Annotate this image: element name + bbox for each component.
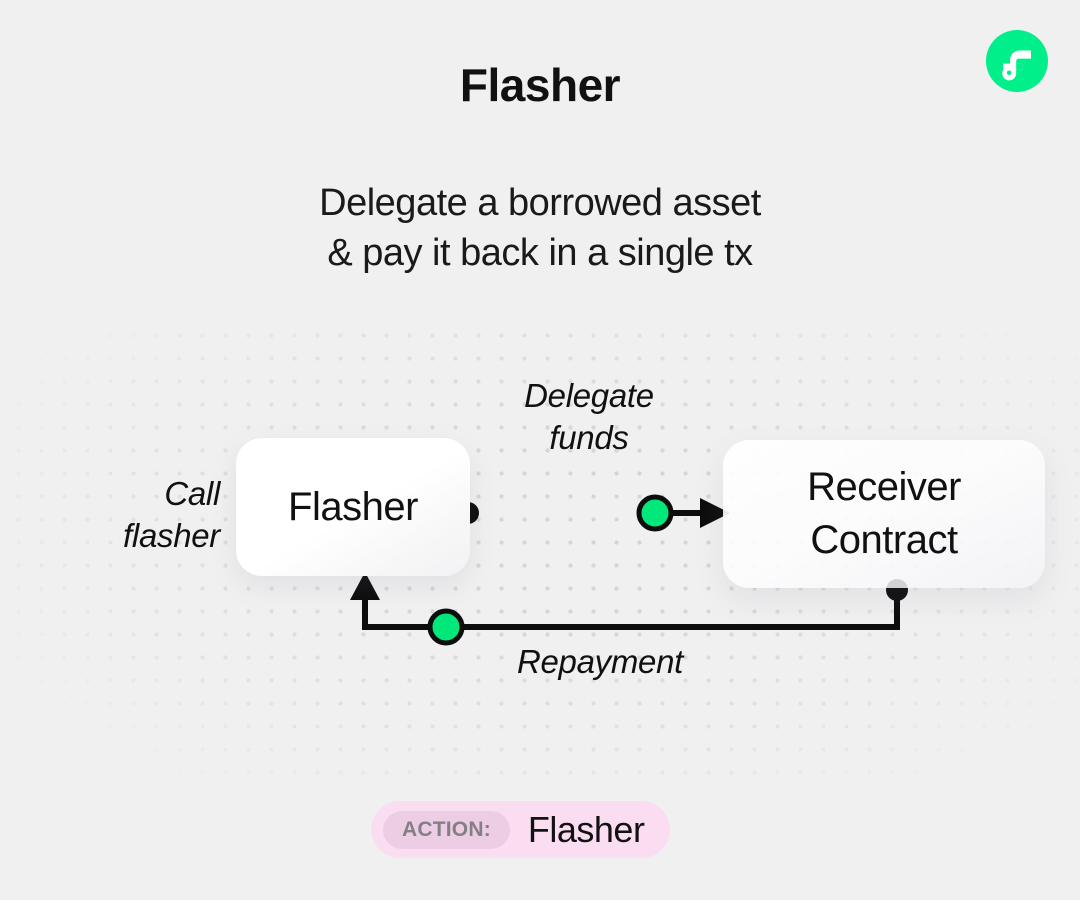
page-subtitle: Delegate a borrowed asset & pay it back … xyxy=(0,178,1080,278)
action-badge-tag: ACTION: xyxy=(383,810,510,849)
label-call-flasher: Call flasher xyxy=(20,473,220,557)
action-badge-value: Flasher xyxy=(527,808,645,850)
node-flasher-label: Flasher xyxy=(288,484,418,529)
node-receiver-contract[interactable]: Receiver Contract xyxy=(723,440,1045,588)
label-delegate-funds: Delegate funds xyxy=(468,375,710,459)
page-subtitle-line-2: & pay it back in a single tx xyxy=(327,232,753,274)
action-badge: ACTION: Flasher xyxy=(371,801,671,858)
flow-node-dot xyxy=(427,608,465,646)
node-receiver-label-line-1: Receiver xyxy=(807,465,961,509)
flow-node-dot xyxy=(636,494,674,532)
page-subtitle-line-1: Delegate a borrowed asset xyxy=(319,182,761,224)
label-delegate-funds-line-1: Delegate xyxy=(524,377,654,414)
node-receiver-label-line-2: Contract xyxy=(810,518,958,562)
label-call-flasher-line-2: flasher xyxy=(123,517,220,554)
arrowhead-up-icon xyxy=(350,572,380,600)
label-delegate-funds-line-2: funds xyxy=(549,419,629,456)
flow-logo-icon xyxy=(986,30,1048,92)
node-flasher[interactable]: Flasher xyxy=(236,438,470,576)
node-receiver-contract-label: Receiver Contract xyxy=(807,461,961,567)
label-repayment: Repayment xyxy=(516,643,684,680)
arrowhead-right-icon xyxy=(700,498,730,528)
label-call-flasher-line-1: Call xyxy=(164,475,220,512)
edge-delegate-funds xyxy=(457,494,730,532)
page-title: Flasher xyxy=(459,59,621,111)
edge-repayment xyxy=(350,572,908,646)
